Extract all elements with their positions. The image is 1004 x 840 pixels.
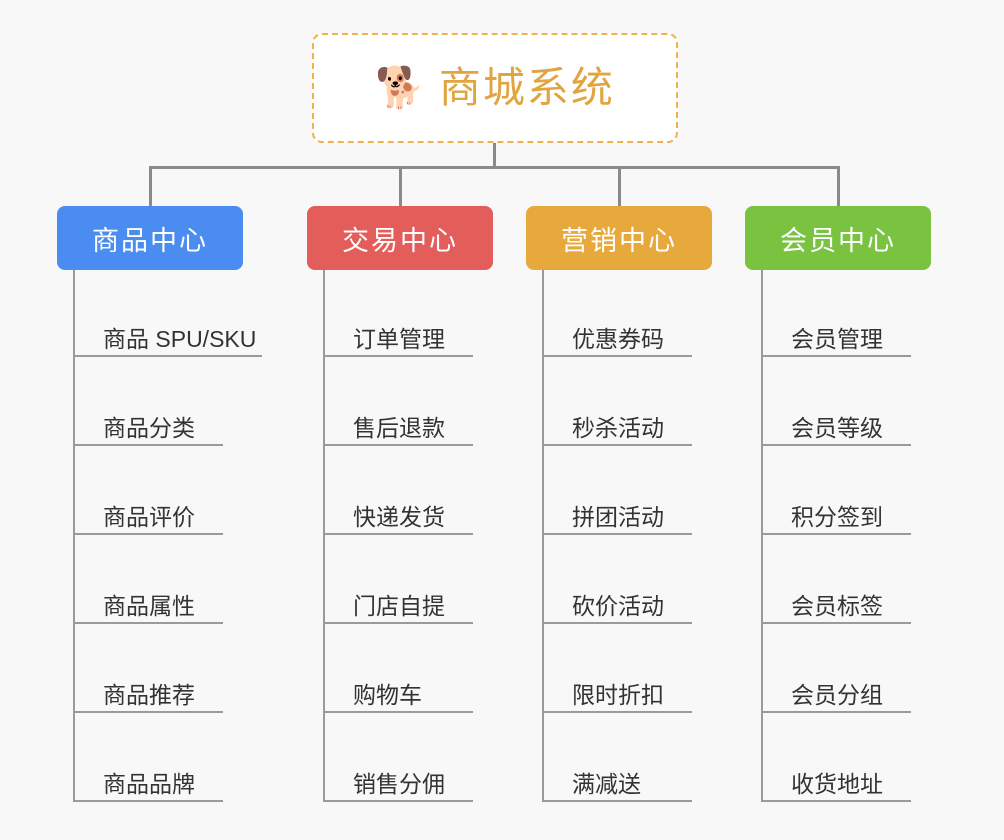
branch-spine [542,270,544,800]
leaf-item-label: 会员管理 [791,326,883,352]
category-box-product-center[interactable]: 商品中心 [57,206,243,270]
leaf-item-label: 满减送 [572,771,641,797]
leaf-item[interactable]: 销售分佣 [323,773,473,802]
leaf-item-label: 购物车 [353,682,422,708]
leaf-item-label: 售后退款 [353,415,445,441]
leaf-item-label: 快递发货 [353,504,445,530]
leaf-item[interactable]: 优惠券码 [542,328,692,357]
leaf-item-label: 商品推荐 [103,682,195,708]
leaf-item-label: 销售分佣 [353,771,445,797]
leaf-item-label: 商品评价 [103,504,195,530]
leaf-item[interactable]: 商品属性 [73,595,223,624]
leaf-item[interactable]: 购物车 [323,684,473,713]
category-label: 商品中心 [92,225,208,256]
leaf-item-label: 优惠券码 [572,326,664,352]
branch-connector-marketing-center [618,166,621,206]
category-box-marketing-center[interactable]: 营销中心 [526,206,712,270]
leaf-item-label: 会员分组 [791,682,883,708]
category-box-trade-center[interactable]: 交易中心 [307,206,493,270]
leaf-item-label: 会员标签 [791,593,883,619]
branch-spine [323,270,325,800]
root-title: 商城系统 [438,64,615,111]
root-connector-vertical [493,143,496,168]
leaf-item-label: 秒杀活动 [572,415,664,441]
leaf-item[interactable]: 拼团活动 [542,506,692,535]
branch-connector-product-center [149,166,152,206]
leaf-item[interactable]: 会员分组 [761,684,911,713]
leaf-item[interactable]: 商品品牌 [73,773,223,802]
leaf-item[interactable]: 秒杀活动 [542,417,692,446]
branch-connector-member-center [837,166,840,206]
leaf-item[interactable]: 商品 SPU/SKU [73,328,262,357]
branch-spine [761,270,763,800]
leaf-item[interactable]: 商品评价 [73,506,223,535]
root-node[interactable]: 🐕 商城系统 [312,33,678,143]
leaf-item-label: 积分签到 [791,504,883,530]
leaf-item[interactable]: 门店自提 [323,595,473,624]
leaf-item-label: 门店自提 [353,593,445,619]
leaf-item-label: 拼团活动 [572,504,664,530]
leaf-item[interactable]: 商品推荐 [73,684,223,713]
leaf-item[interactable]: 快递发货 [323,506,473,535]
leaf-item-label: 商品分类 [103,415,195,441]
leaf-item[interactable]: 收货地址 [761,773,911,802]
leaf-item-label: 收货地址 [791,771,883,797]
branch-connector-bus [150,166,840,169]
leaf-item-label: 商品属性 [103,593,195,619]
category-label: 会员中心 [780,225,896,256]
leaf-item-label: 商品品牌 [103,771,195,797]
category-label: 营销中心 [561,225,677,256]
branch-connector-trade-center [399,166,402,206]
leaf-item-label: 砍价活动 [572,593,664,619]
leaf-item[interactable]: 商品分类 [73,417,223,446]
leaf-item[interactable]: 会员管理 [761,328,911,357]
category-label: 交易中心 [342,225,458,256]
leaf-item-label: 限时折扣 [572,682,664,708]
leaf-item-label: 会员等级 [791,415,883,441]
leaf-item[interactable]: 订单管理 [323,328,473,357]
branch-spine [73,270,75,800]
leaf-item[interactable]: 限时折扣 [542,684,692,713]
leaf-item[interactable]: 砍价活动 [542,595,692,624]
leaf-item[interactable]: 积分签到 [761,506,911,535]
leaf-item[interactable]: 会员等级 [761,417,911,446]
leaf-item-label: 商品 SPU/SKU [103,326,257,352]
shiba-dog-face-icon: 🐕 [375,66,425,110]
leaf-item[interactable]: 满减送 [542,773,692,802]
leaf-item[interactable]: 会员标签 [761,595,911,624]
category-box-member-center[interactable]: 会员中心 [745,206,931,270]
leaf-item-label: 订单管理 [353,326,445,352]
leaf-item[interactable]: 售后退款 [323,417,473,446]
